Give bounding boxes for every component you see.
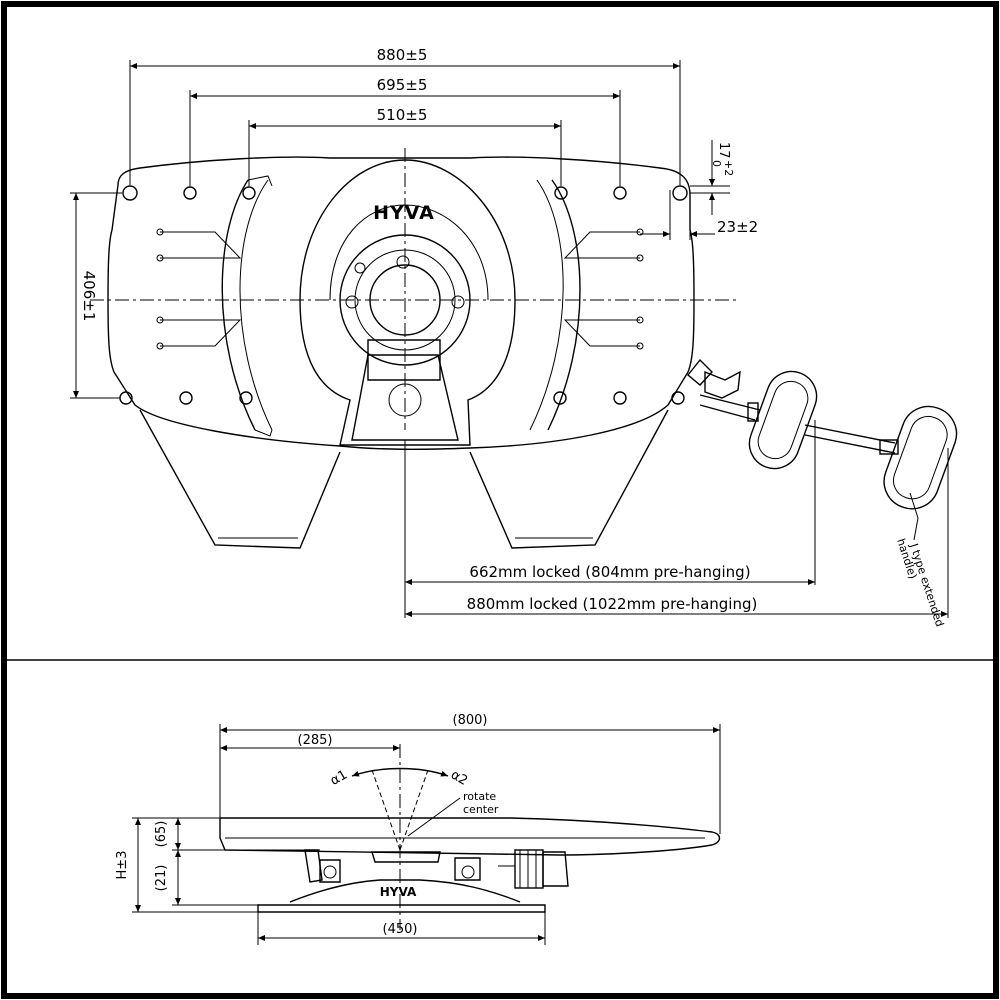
kingpin-slot — [367, 339, 441, 381]
svg-text:α1: α1 — [328, 767, 350, 788]
dim-side-length: (800) — [219, 713, 721, 834]
svg-text:880mm locked (1022mm pre-hangi: 880mm locked (1022mm pre-hanging) — [467, 595, 758, 613]
dim-side: 23±2 — [640, 190, 758, 240]
dim-width-outer: 880±5 — [129, 46, 681, 185]
svg-text:(800): (800) — [453, 713, 488, 728]
svg-text:rotate: rotate — [463, 790, 496, 803]
mounting-holes — [119, 185, 688, 405]
svg-text:(21): (21) — [154, 865, 169, 892]
svg-text:662mm locked (804mm pre-hangin: 662mm locked (804mm pre-hanging) — [469, 563, 750, 581]
left-ramp — [139, 409, 341, 549]
svg-text:(65): (65) — [154, 821, 169, 848]
side-top-plate — [219, 817, 721, 856]
dim-mid-thickness: (21) — [154, 850, 258, 906]
top-plate-outline — [107, 156, 695, 451]
dim-height: 406±1 — [70, 192, 122, 399]
dim-side-base: (450) — [257, 912, 546, 945]
svg-text:695±5: 695±5 — [377, 76, 428, 94]
dim-width-inner: 510±5 — [248, 106, 562, 186]
svg-text:17: 17 — [716, 142, 731, 159]
side-handle-mechanism — [498, 849, 569, 889]
svg-text:HYVA: HYVA — [380, 885, 417, 899]
svg-text:center: center — [463, 803, 499, 816]
brand-logo: HYVA — [373, 202, 435, 224]
top-view: 880±5 695±5 510±5 406±1 — [70, 46, 964, 628]
side-pedestal — [289, 879, 521, 903]
svg-text:+2: +2 — [722, 160, 735, 176]
svg-text:H±3: H±3 — [115, 851, 130, 880]
dim-side-front: (285) — [220, 733, 400, 751]
svg-text:0: 0 — [710, 160, 723, 167]
side-view: HYVA α1 α2 rotate center (800) (285) (65… — [115, 713, 721, 945]
right-jaw-arc — [547, 179, 581, 431]
dim-locked-short: 662mm locked (804mm pre-hanging) — [404, 420, 816, 618]
center-horseshoe — [299, 159, 516, 446]
svg-text:(450): (450) — [383, 922, 418, 937]
svg-text:880±5: 880±5 — [377, 46, 428, 64]
dim-top-thickness: (65) — [154, 817, 320, 851]
dim-locked-long: 880mm locked (1022mm pre-hanging) — [405, 448, 949, 618]
release-handle[interactable] — [687, 358, 964, 516]
handle-note: handle) J type extended — [894, 492, 946, 628]
svg-text:α2: α2 — [448, 767, 470, 788]
dim-offset-top: 17 +2 0 — [690, 140, 735, 215]
dim-width-mid: 695±5 — [189, 76, 621, 186]
dim-side-height: H±3 — [115, 817, 258, 913]
right-ramp — [469, 409, 669, 549]
side-base-plate — [257, 904, 546, 913]
svg-text:510±5: 510±5 — [377, 106, 428, 124]
svg-text:23±2: 23±2 — [717, 218, 758, 236]
svg-text:(285): (285) — [298, 733, 333, 748]
svg-text:406±1: 406±1 — [80, 271, 98, 322]
svg-text:J type extended: J type extended — [907, 541, 946, 628]
